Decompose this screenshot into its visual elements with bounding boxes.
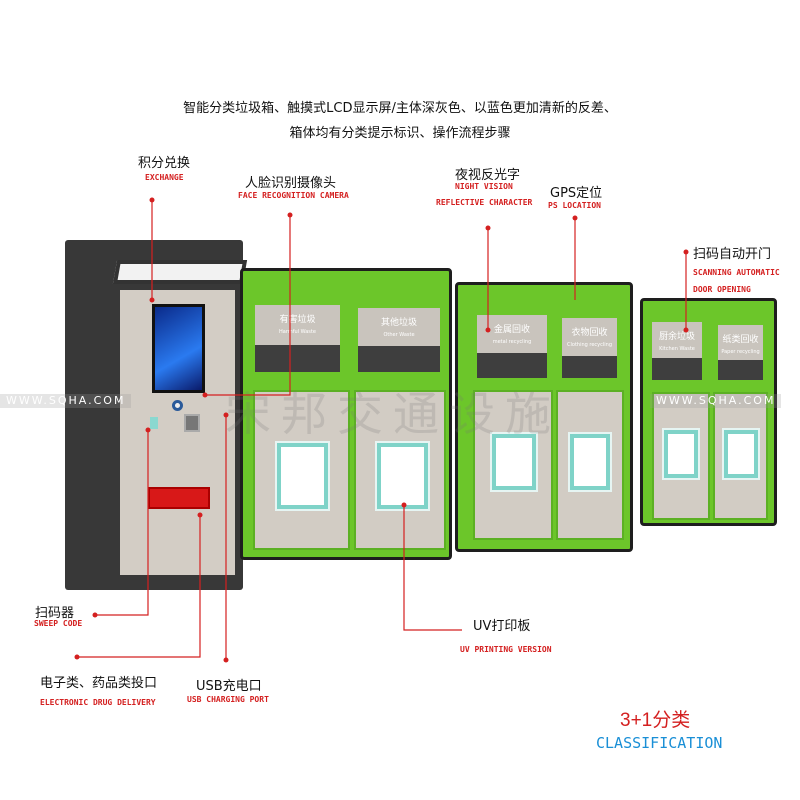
watermark-right: WWW.SQHA.COM [650, 394, 782, 408]
leader-drug [77, 515, 201, 658]
leader-uv [403, 505, 462, 631]
classification-subtitle: CLASSIFICATION [596, 734, 723, 752]
lcd-screen[interactable] [152, 304, 205, 393]
uv-print-sticker [568, 432, 612, 492]
dot [401, 502, 407, 508]
dot [683, 327, 689, 333]
dot [149, 297, 155, 303]
label-night-en2: REFLECTIVE CHARACTER [436, 198, 533, 207]
dot [223, 412, 229, 418]
label-night: 夜视反光字 [455, 168, 521, 183]
drop-slot[interactable] [477, 353, 547, 378]
label-usb: USB充电口 [196, 679, 262, 694]
label-gps: GPS定位 [550, 186, 603, 201]
drop-slot[interactable] [255, 345, 340, 372]
leader-face [205, 215, 291, 396]
uv-print-sticker [375, 441, 430, 511]
label-scan-door-en2: DOOR OPENING [693, 285, 751, 294]
label-uv: UV打印板 [473, 619, 531, 634]
dot [202, 392, 208, 398]
dot [287, 212, 293, 218]
label-face: 人脸识别摄像头 [245, 176, 337, 191]
dot [74, 654, 80, 660]
dot [683, 249, 689, 255]
drop-slot[interactable] [358, 346, 440, 372]
label-night-en1: NIGHT VISION [455, 182, 513, 191]
scanner[interactable] [150, 417, 158, 429]
caption-line-1: 智能分类垃圾箱、触摸式LCD显示屏/主体深灰色、以蓝色更加清新的反差、 [183, 101, 617, 116]
caption-line-2: 箱体均有分类提示标识、操作流程步骤 [289, 126, 511, 141]
label-exchange-en: EXCHANGE [145, 173, 184, 182]
dot [223, 657, 229, 663]
dot [145, 427, 151, 433]
face-camera-icon [172, 400, 183, 411]
label-sweep: 扫码器 [35, 606, 75, 621]
classification-title: 3+1分类 [620, 710, 691, 731]
label-scan-door-en1: SCANNING AUTOMATIC [693, 268, 780, 277]
label-face-en: FACE RECOGNITION CAMERA [238, 191, 349, 200]
label-drug: 电子类、药品类投口 [40, 676, 158, 691]
dot [485, 327, 491, 333]
watermark-left: WWW.SQHA.COM [0, 394, 132, 408]
label-scan-door: 扫码自动开门 [693, 247, 772, 262]
label-sweep-en: SWEEP CODE [34, 619, 83, 628]
label-exchange: 积分兑换 [138, 156, 191, 171]
dot [197, 512, 203, 518]
drop-slot[interactable] [718, 360, 763, 380]
leader-sweep [95, 430, 149, 616]
drop-slot[interactable] [562, 356, 617, 378]
uv-print-sticker [662, 428, 700, 480]
dot [485, 225, 491, 231]
uv-print-sticker [722, 428, 760, 480]
uv-print-sticker [490, 432, 538, 492]
drop-slot[interactable] [652, 358, 702, 380]
dot [149, 197, 155, 203]
uv-print-sticker [275, 441, 330, 511]
dot [92, 612, 98, 618]
watermark-brand: 宋邦交通设施 [225, 387, 561, 441]
label-usb-en: USB CHARGING PORT [187, 695, 269, 704]
label-drug-en: ELECTRONIC DRUG DELIVERY [40, 698, 156, 707]
dot [572, 215, 578, 221]
label-uv-en: UV PRINTING VERSION [460, 645, 552, 654]
label-gps-en: PS LOCATION [548, 201, 601, 210]
drug-delivery-slot[interactable] [148, 487, 210, 509]
usb-port[interactable] [184, 414, 200, 432]
